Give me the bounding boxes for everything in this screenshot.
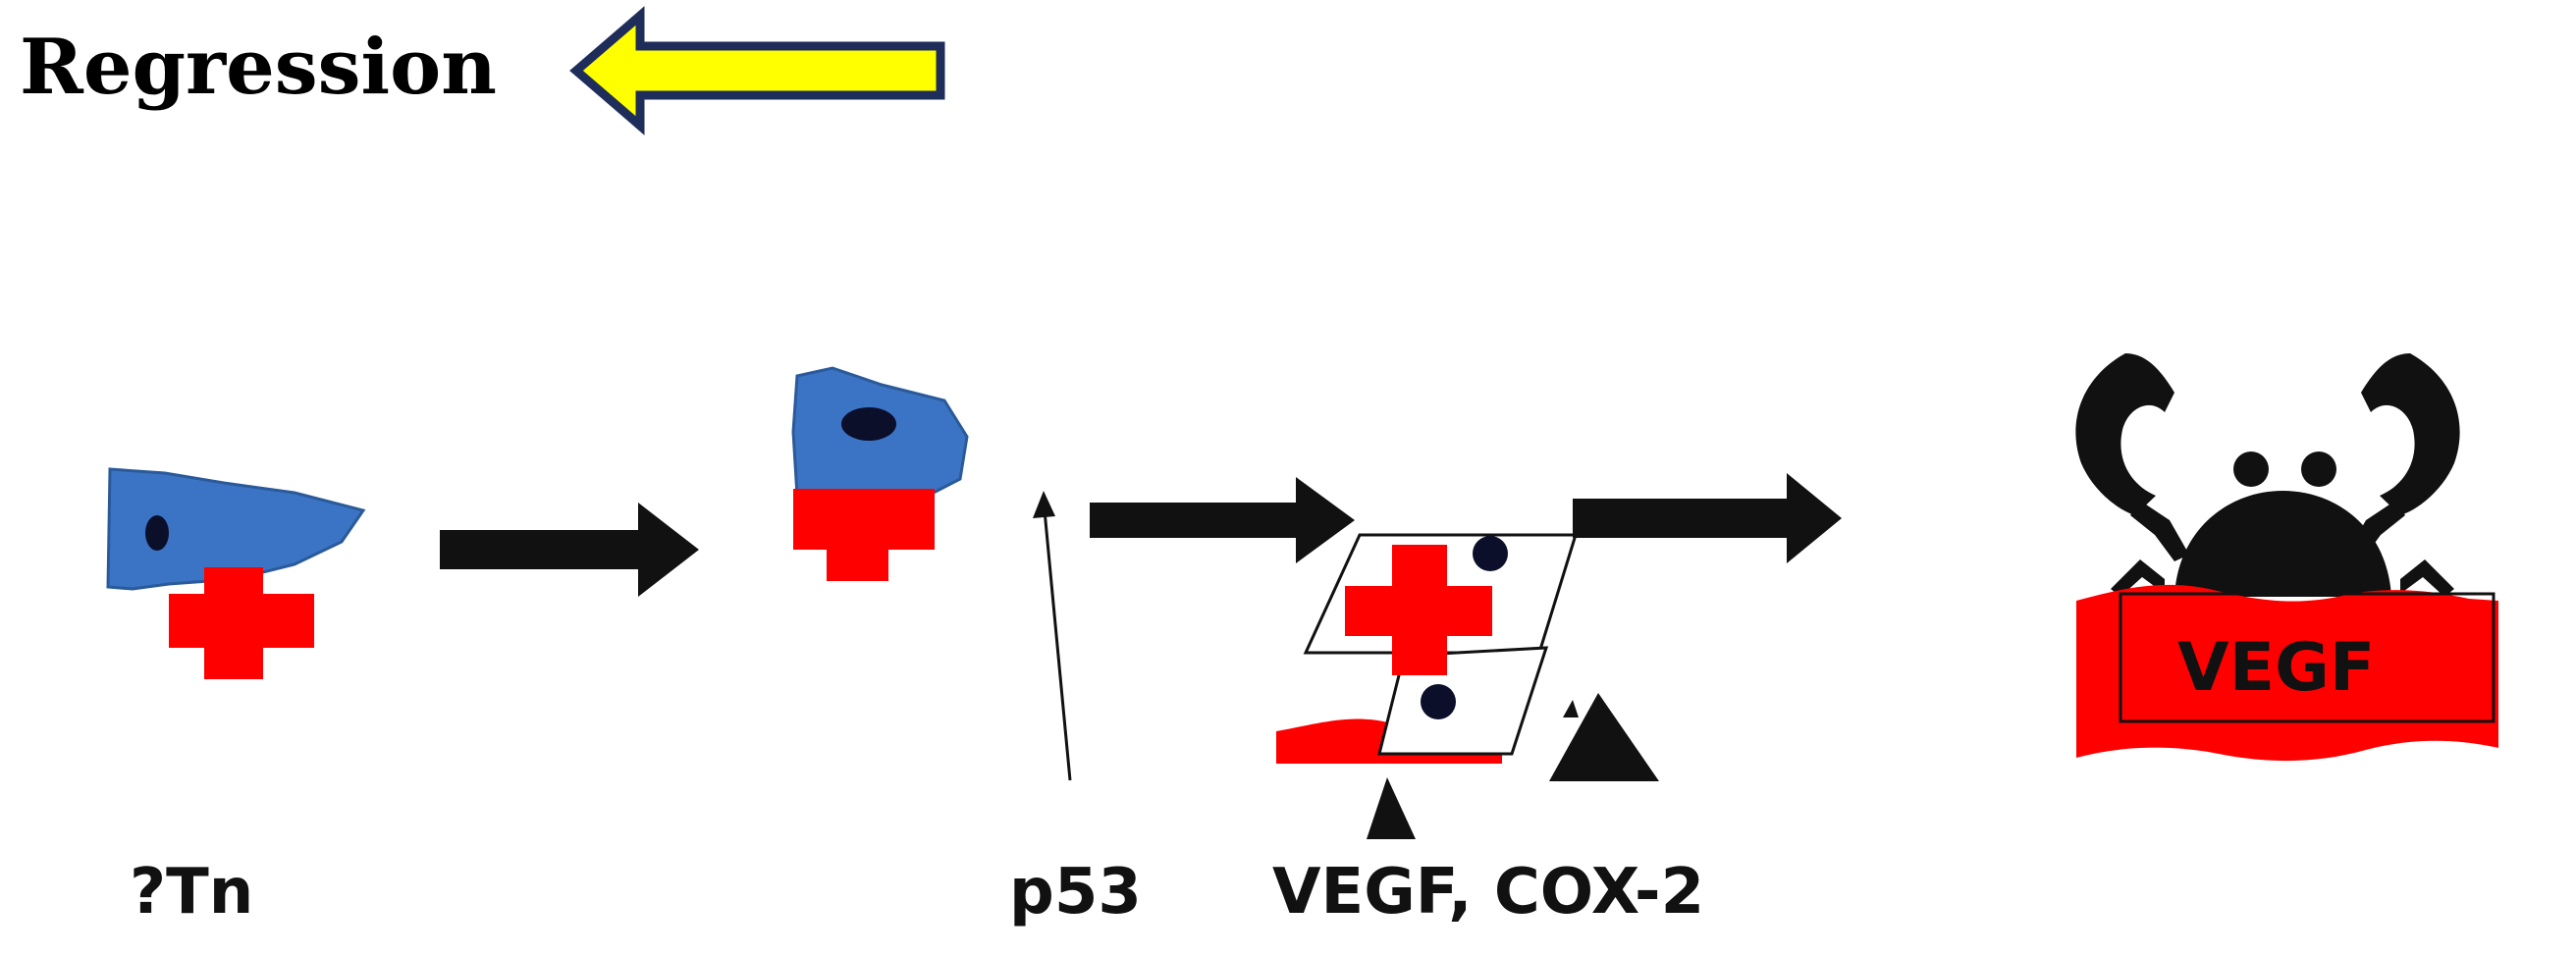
crab-body [2174,491,2391,597]
nucleus-icon [1421,684,1456,719]
stage1-label: ?Tn [130,856,253,929]
vegf-banner-label: VEGF [2177,629,2375,707]
diagram-title: Regression [20,23,497,112]
vegf-banner [2076,584,2498,762]
nucleus-icon [145,515,169,551]
cancer-crab-group: VEGF [2075,353,2498,762]
crab-eye-icon [2301,451,2336,487]
regression-arrow-icon [569,6,945,135]
nucleus-icon [841,407,896,441]
crab-left-claw [2075,353,2174,515]
stage1-cell-group [106,467,366,679]
p53-arrow-shaft [1043,509,1072,781]
progression-arrow-2 [1090,477,1355,563]
p53-arrow-head [1033,491,1055,518]
nucleus-icon [1473,536,1508,571]
red-cross-icon [1345,545,1492,675]
crab-right-claw [2361,353,2460,515]
stage3-label: VEGF, COX-2 [1272,856,1704,929]
vegf-banner-frame [2119,592,2496,723]
small-triangle-icon [1563,700,1579,717]
progression-arrow-3 [1573,473,1842,563]
triangle-icon [1549,693,1659,781]
triangle-icon [1367,777,1416,839]
red-cross-icon [793,489,935,581]
crab-eye-icon [2233,451,2269,487]
progression-arrow-1 [440,503,699,597]
cell-icon [106,467,366,591]
p53-label: p53 [1009,856,1142,929]
stage3-cell-group [1276,533,1659,839]
crab-left-arm [2130,501,2189,561]
red-cross-icon [169,567,314,679]
stage2-cell-group [791,366,969,581]
